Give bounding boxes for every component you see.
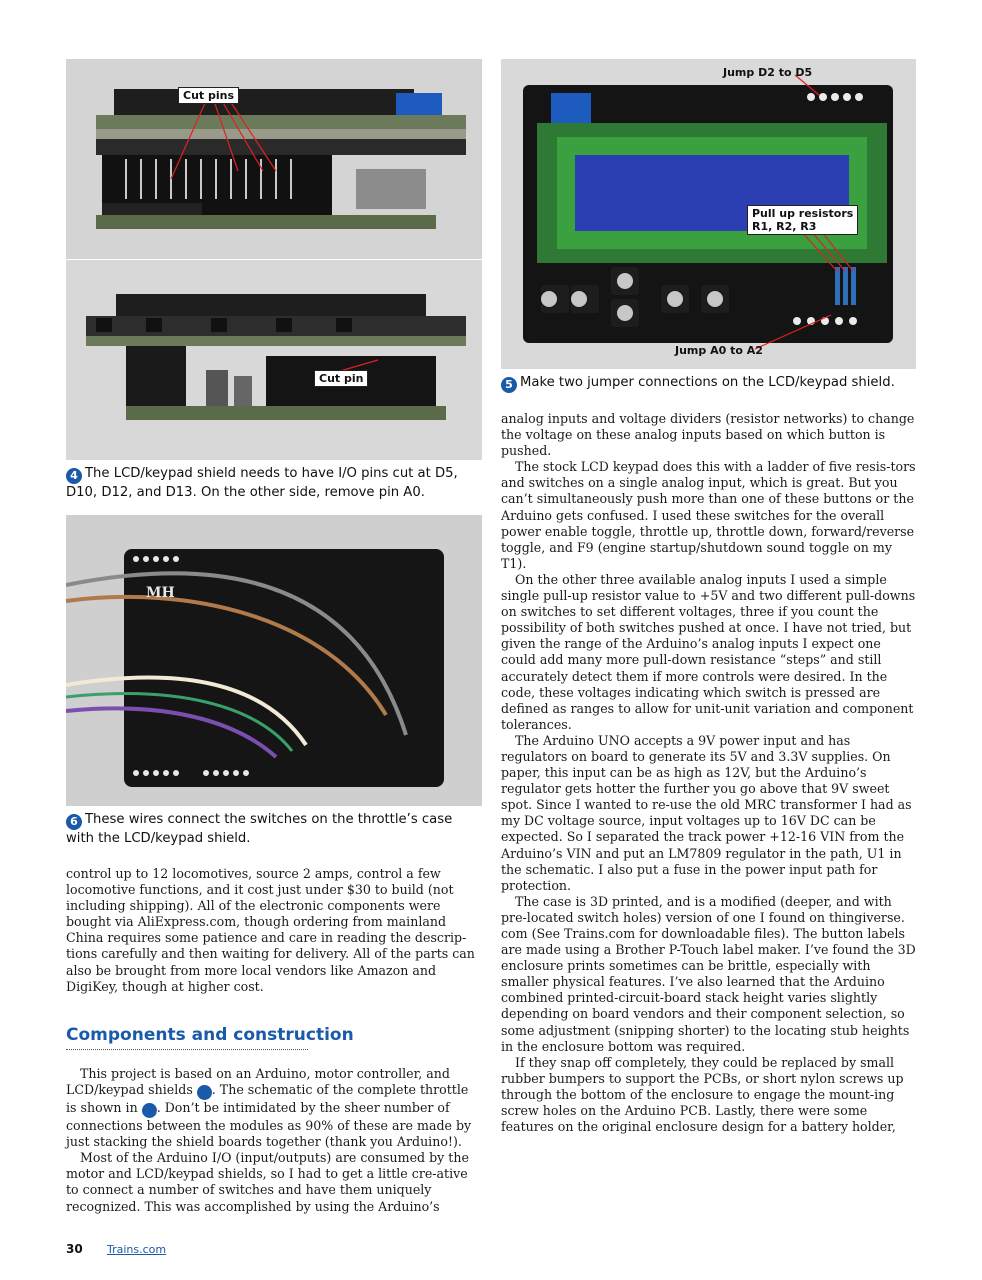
paragraph-text: . Don’t be intimidated by the sheer numb… [66, 1100, 472, 1150]
paragraph: control up to 12 locomotives, source 2 a… [66, 866, 475, 994]
photo-shield-pins-top: Cut pins [66, 59, 482, 259]
callout-pull-up-resistors: Pull up resistors R1, R2, R3 [747, 205, 859, 235]
callout-pull-up-line1: Pull up resistors [752, 207, 854, 220]
paragraph: The stock LCD keypad does this with a la… [501, 459, 916, 571]
paragraph: The case is 3D printed, and is a modifie… [501, 893, 916, 1054]
paragraph-text: This project is based on an Arduino, mot… [66, 1066, 450, 1098]
paragraph-text: . The schematic of the complete throttle… [66, 1082, 469, 1116]
paragraph: This project is based on an Arduino, mot… [66, 1066, 482, 1150]
left-column-bottom: This project is based on an Arduino, mot… [66, 1066, 482, 1215]
figure-number-badge: 5 [501, 377, 517, 393]
photo-lcd-keypad-shield: Jump D2 to D5 Pull up resistors R1, R2, … [501, 59, 916, 369]
caption-text: The LCD/keypad shield needs to have I/O … [66, 466, 458, 500]
heading-rule [66, 1049, 308, 1050]
paragraph: On the other three available analog inpu… [501, 571, 916, 732]
figure-number-badge: 6 [66, 814, 82, 830]
callout-jump-d2-d5: Jump D2 to D5 [723, 66, 813, 79]
callout-cut-pin: Cut pin [314, 370, 369, 387]
paragraph: The Arduino UNO accepts a 9V power input… [501, 732, 912, 893]
left-column-top: control up to 12 locomotives, source 2 a… [66, 866, 482, 995]
paragraph: If they snap off completely, they could … [501, 1054, 904, 1135]
section-heading: Components and construction [66, 1025, 354, 1045]
paragraph: analog inputs and voltage dividers (resi… [501, 411, 915, 459]
paragraph: Most of the Arduino I/O (input/outputs) … [66, 1150, 469, 1214]
page-number: 30 [66, 1242, 83, 1256]
figure-ref-badge: 2 [141, 1103, 163, 1119]
site-link[interactable]: Trains.com [107, 1243, 167, 1256]
callout-cut-pins: Cut pins [178, 87, 240, 104]
figure-number-badge: 4 [66, 468, 82, 484]
callout-pull-up-line2: R1, R2, R3 [752, 220, 817, 233]
right-column: analog inputs and voltage dividers (resi… [501, 411, 916, 1135]
callout-jump-a0-a2: Jump A0 to A2 [675, 344, 763, 357]
figure-ref-badge: 1 [196, 1085, 218, 1101]
caption-text: Make two jumper connections on the LCD/k… [520, 375, 895, 390]
photo-wired-shield: MH [66, 515, 482, 806]
caption-text: These wires connect the switches on the … [66, 812, 453, 846]
photo-shield-pins-bottom: Cut pin [66, 260, 482, 460]
svg-text:MH: MH [146, 585, 175, 601]
